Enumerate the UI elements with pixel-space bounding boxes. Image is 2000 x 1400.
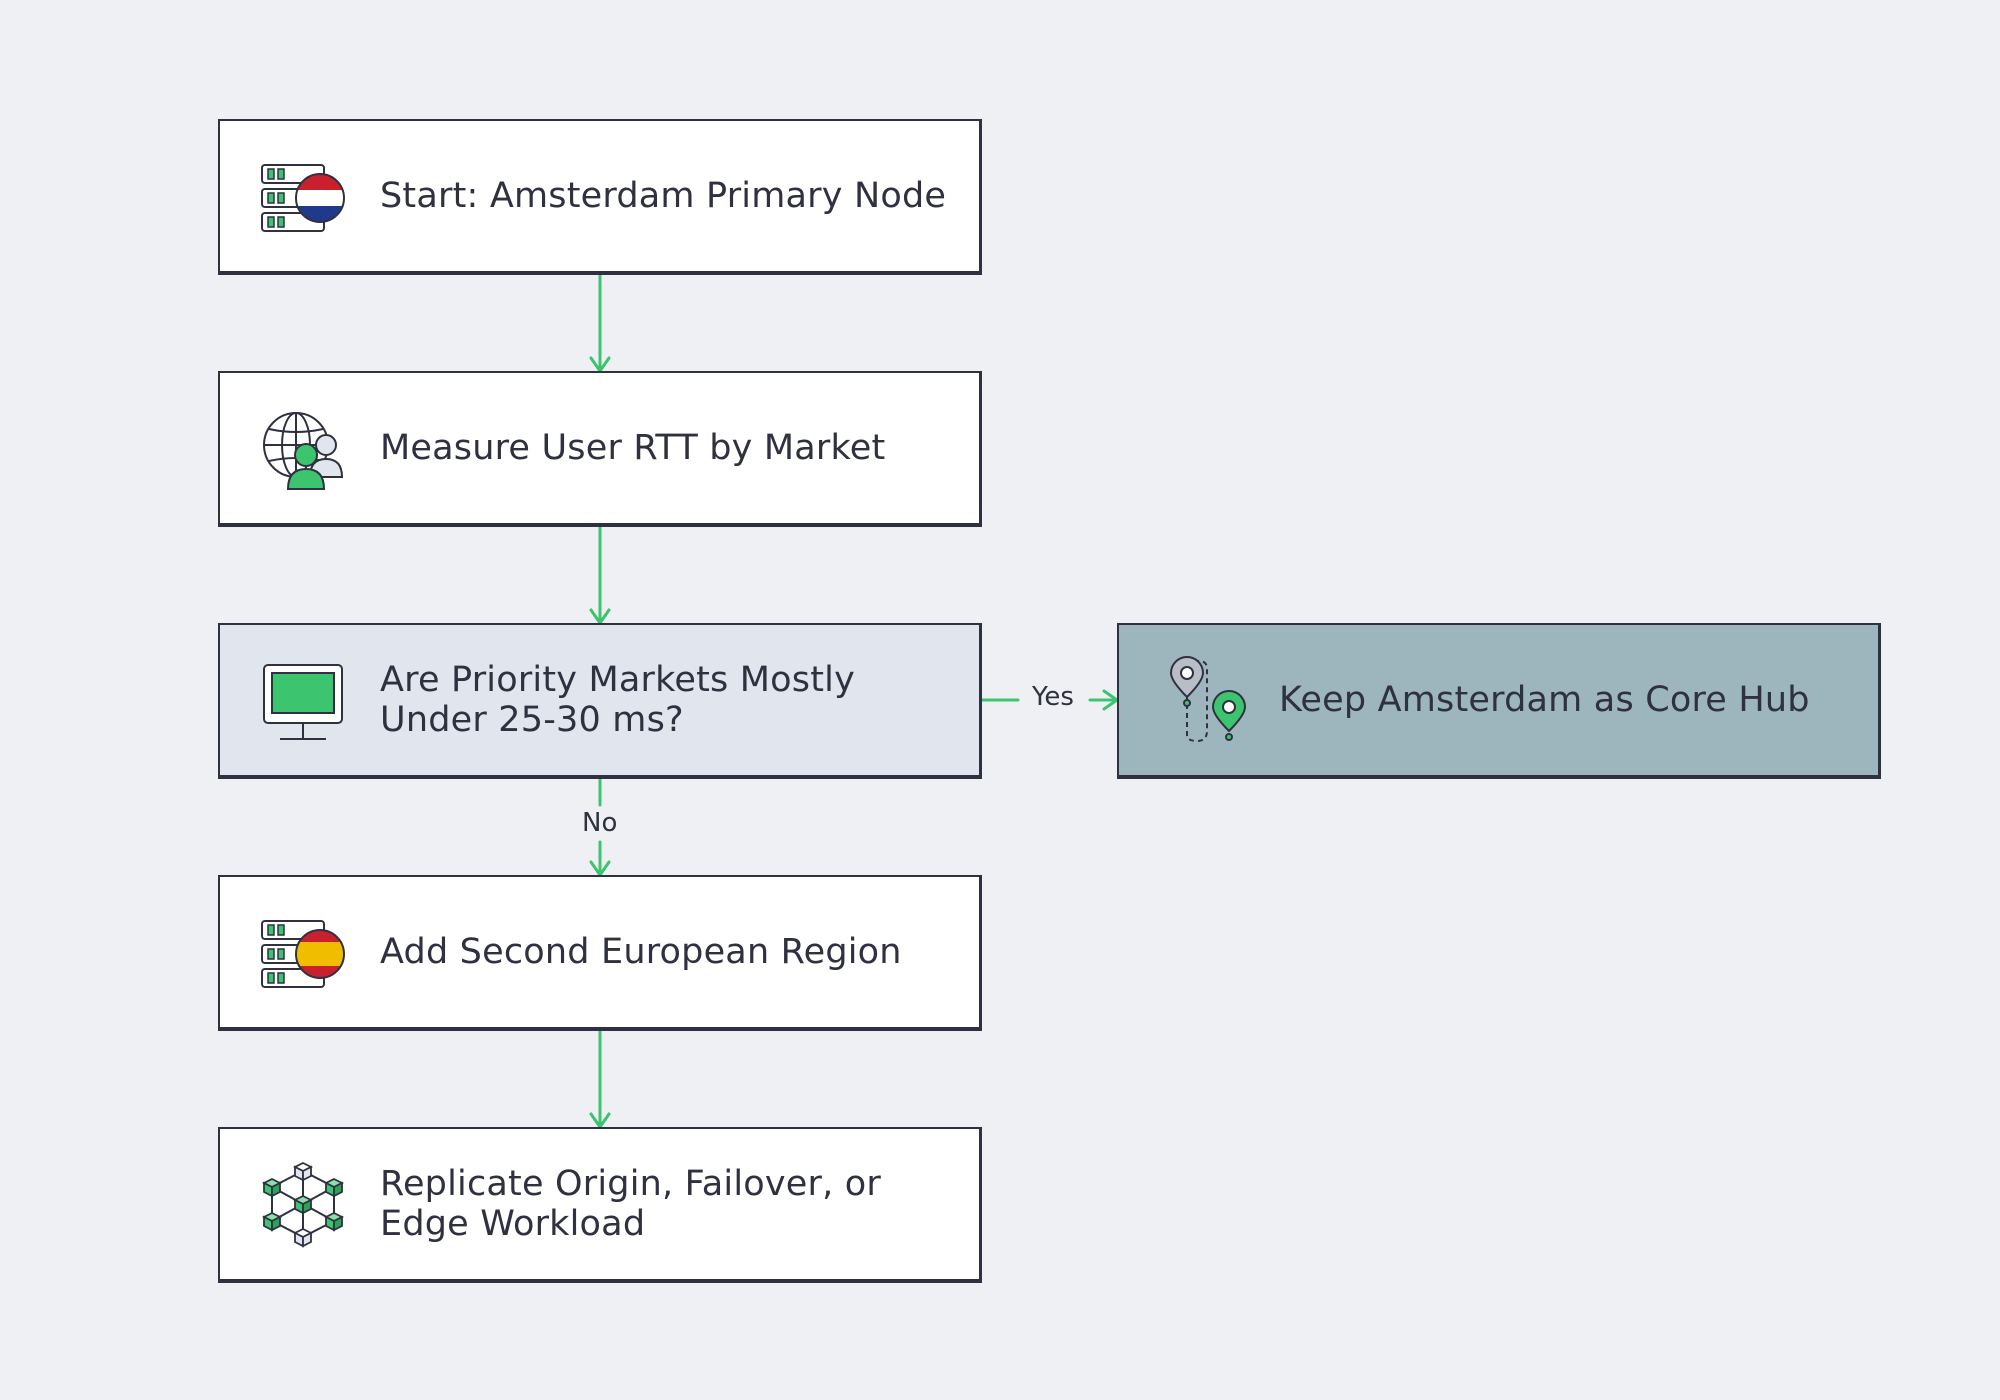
monitor-icon [258, 655, 348, 745]
route-pins-icon [1157, 655, 1247, 745]
node-start[interactable]: Start: Amsterdam Primary Node [218, 119, 982, 275]
node-add-region-label: Add Second European Region [380, 932, 902, 972]
node-keep-hub-label: Keep Amsterdam as Core Hub [1279, 680, 1810, 720]
edge-measure-to-decision [589, 524, 611, 625]
node-decision-label: Are Priority Markets Mostly Under 25-30 … [380, 660, 855, 740]
node-add-region[interactable]: Add Second European Region [218, 875, 982, 1031]
edge-start-to-measure [589, 272, 611, 373]
server-spain-flag-icon [258, 907, 348, 997]
cube-network-icon [258, 1159, 348, 1249]
edge-add-region-to-replicate [589, 1028, 611, 1129]
server-netherlands-flag-icon [258, 151, 348, 241]
node-measure-label: Measure User RTT by Market [380, 428, 886, 468]
cube [292, 1161, 314, 1182]
node-keep-hub[interactable]: Keep Amsterdam as Core Hub [1117, 623, 1881, 779]
node-decision[interactable]: Are Priority Markets Mostly Under 25-30 … [218, 623, 982, 779]
node-replicate-label: Replicate Origin, Failover, or Edge Work… [380, 1164, 881, 1244]
node-measure[interactable]: Measure User RTT by Market [218, 371, 982, 527]
globe-users-icon [258, 403, 348, 493]
edge-label-no: No [576, 808, 624, 838]
node-replicate[interactable]: Replicate Origin, Failover, or Edge Work… [218, 1127, 982, 1283]
edge-label-yes: Yes [1026, 682, 1080, 712]
node-start-label: Start: Amsterdam Primary Node [380, 176, 947, 216]
